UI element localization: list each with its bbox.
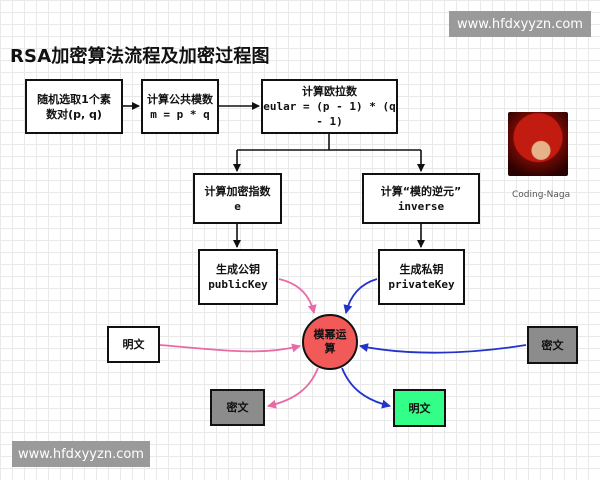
diagram-title: RSA加密算法流程及加密过程图 <box>10 46 270 67</box>
operation-line1: 模幂运 <box>313 328 347 341</box>
arrow-privatekey-to-operation <box>343 278 378 314</box>
arrow-operation-to-plaintext <box>341 367 391 409</box>
ciphertext-input: 密文 <box>527 326 578 364</box>
step-compute-inverse-line1: 计算“模的逆元” <box>380 184 462 198</box>
plaintext-output-label: 明文 <box>408 401 431 415</box>
step-compute-modulus: 计算公共模数 m = p * q <box>141 79 219 134</box>
ciphertext-input-label: 密文 <box>541 338 564 352</box>
step-select-primes: 随机选取1个素 数对(p, q) <box>25 79 123 134</box>
arrow-ciphertext-to-operation <box>359 343 527 354</box>
operation-line2: 算 <box>324 342 336 355</box>
step-compute-exponent-line1: 计算加密指数 <box>204 184 271 198</box>
step-compute-euler-line2: eular = (p - 1) * (q - 1) <box>263 100 396 128</box>
public-key-box: 生成公钥 publicKey <box>198 249 278 305</box>
step-compute-modulus-line1: 计算公共模数 <box>147 92 213 106</box>
ciphertext-output: 密文 <box>210 389 265 426</box>
step-select-primes-line2: 数对(p, q) <box>46 107 102 121</box>
private-key-line1: 生成私钥 <box>399 263 444 276</box>
arrow-publickey-to-operation <box>278 278 317 314</box>
modular-exponentiation-node: 模幂运 算 <box>302 314 358 370</box>
step-compute-modulus-line2: m = p * q <box>150 107 210 121</box>
public-key-line1: 生成公钥 <box>216 263 260 276</box>
private-key-box: 生成私钥 privateKey <box>378 249 465 305</box>
step-compute-euler: 计算欧拉数 eular = (p - 1) * (q - 1) <box>261 79 398 134</box>
step-select-primes-line1: 随机选取1个素 <box>37 92 111 106</box>
public-key-line2: publicKey <box>208 278 268 291</box>
watermark-bottom: www.hfdxyyzn.com <box>12 441 150 467</box>
plaintext-input: 明文 <box>107 326 160 363</box>
step-compute-exponent: 计算加密指数 e <box>193 173 282 224</box>
step-compute-exponent-line2: e <box>234 199 241 213</box>
plaintext-output: 明文 <box>393 389 446 427</box>
plaintext-input-label: 明文 <box>122 338 145 351</box>
step-compute-inverse: 计算“模的逆元” inverse <box>362 173 480 224</box>
step-compute-inverse-line2: inverse <box>397 199 445 213</box>
arrow-operation-to-ciphertext <box>267 367 319 409</box>
watermark-top: www.hfdxyyzn.com <box>449 11 591 37</box>
ciphertext-output-label: 密文 <box>226 401 249 414</box>
author-avatar <box>508 112 568 176</box>
private-key-line2: privateKey <box>388 278 455 291</box>
step-compute-euler-line1: 计算欧拉数 <box>302 85 357 98</box>
arrow-plaintext-to-operation <box>159 343 301 353</box>
author-name: Coding-Naga <box>512 190 571 200</box>
